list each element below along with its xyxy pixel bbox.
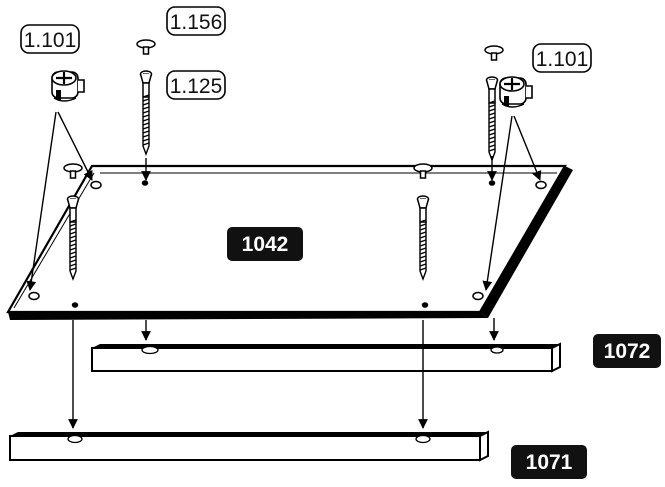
callout-cam-left-text: 1.101 — [24, 29, 77, 52]
callout-cam-left: 1.101 — [20, 24, 80, 54]
rail-1072 — [91, 342, 561, 373]
cam-lock-icon — [498, 75, 534, 109]
callout-screw: 1.125 — [166, 70, 226, 100]
part-label-panel-text: 1042 — [242, 233, 289, 256]
callout-cam-right: 1.101 — [532, 43, 592, 73]
part-label-rail-back-text: 1072 — [604, 340, 651, 363]
cap-icon — [136, 39, 156, 55]
arrow-icon — [26, 111, 542, 429]
cap-icon — [484, 45, 504, 61]
part-label-rail-front: 1071 — [511, 445, 587, 479]
cap-icon — [63, 163, 83, 179]
callout-cap-text: 1.156 — [170, 11, 223, 34]
screw-icon — [485, 76, 499, 161]
rail-1071 — [9, 430, 489, 462]
part-label-rail-front-text: 1071 — [526, 451, 573, 474]
part-label-panel: 1042 — [227, 227, 303, 261]
callout-cap: 1.156 — [166, 6, 226, 36]
screw-icon — [139, 70, 153, 155]
dowel-hole-icon — [28, 180, 547, 308]
cam-lock-icon — [50, 69, 86, 103]
callout-screw-text: 1.125 — [170, 75, 223, 98]
part-label-rail-back: 1072 — [593, 334, 661, 368]
callout-cam-right-text: 1.101 — [536, 48, 589, 71]
